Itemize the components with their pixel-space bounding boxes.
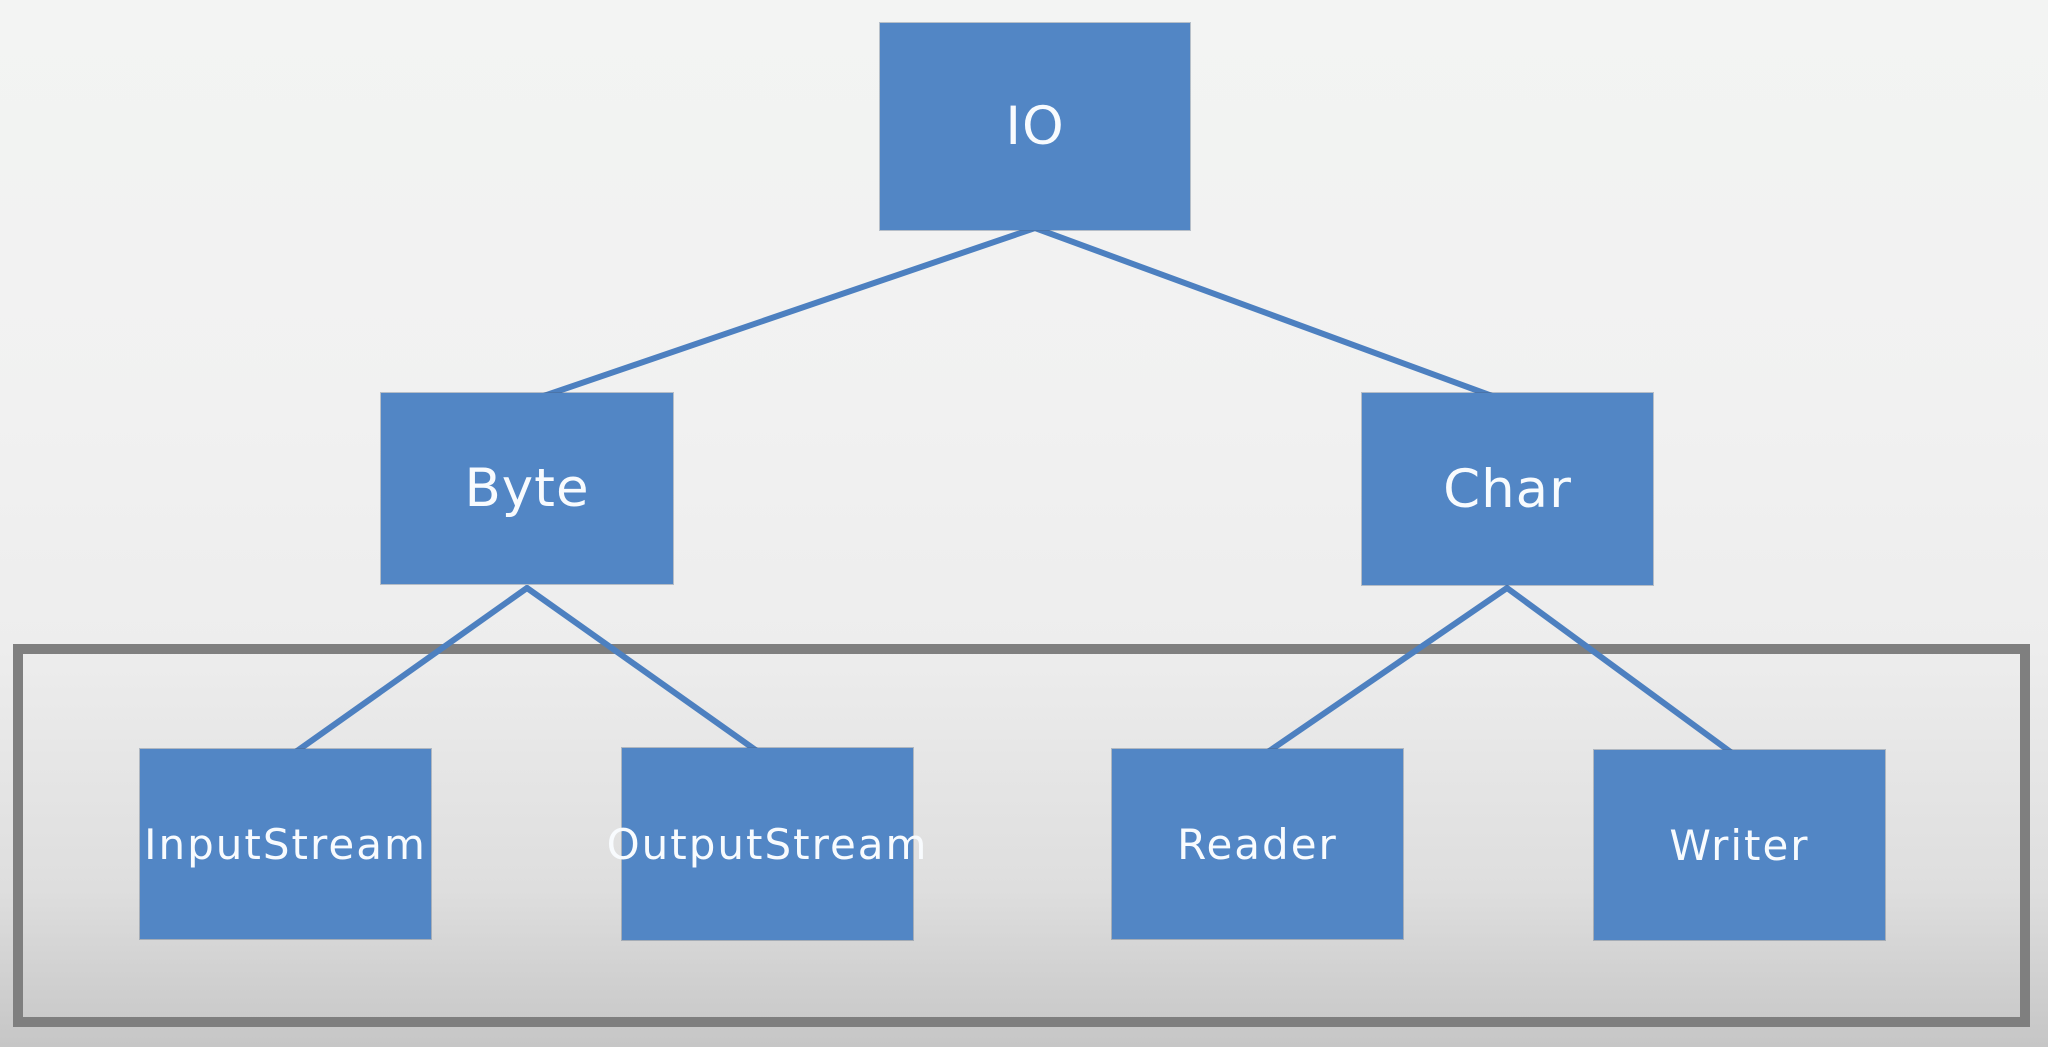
node-byte-label: Byte: [464, 458, 590, 519]
node-outputstream: OutputStream: [607, 748, 926, 940]
node-writer-label: Writer: [1669, 820, 1810, 870]
node-writer: Writer: [1594, 750, 1885, 940]
node-outputstream-label: OutputStream: [606, 819, 929, 869]
connector-io-char: [1032, 225, 1506, 403]
node-byte: Byte: [381, 393, 673, 584]
node-reader: Reader: [1112, 749, 1403, 939]
node-inputstream-label: InputStream: [144, 819, 427, 869]
node-char: Char: [1362, 393, 1653, 585]
node-io: IO: [880, 23, 1190, 230]
node-reader-label: Reader: [1177, 819, 1338, 869]
node-io-label: IO: [1005, 96, 1065, 157]
node-inputstream: InputStream: [140, 749, 431, 939]
node-char-label: Char: [1443, 458, 1572, 520]
connector-io-byte: [529, 225, 1038, 403]
leaf-classes-group-frame: [13, 644, 2030, 1027]
